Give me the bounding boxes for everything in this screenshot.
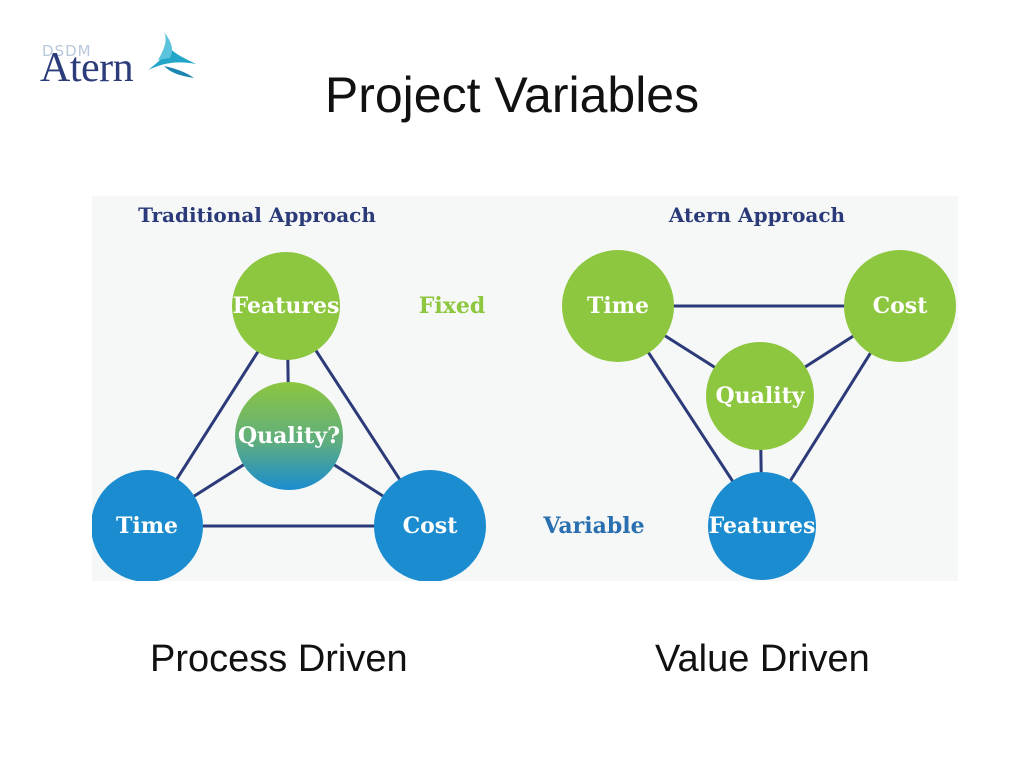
slide-title: Project Variables [324,67,700,123]
label-cost-atern: Cost [873,293,929,319]
node-features-traditional [232,252,340,360]
node-time-atern [562,250,674,362]
label-quality-traditional: Quality? [238,423,340,449]
caption-process-driven: Process Driven [150,638,408,680]
logo-wordmark: Atern [40,45,134,91]
bird-icon [148,32,196,78]
variable-label: Variable [542,513,644,539]
caption-value-driven: Value Driven [655,638,870,680]
label-features-traditional: Features [233,293,340,319]
label-time-atern: Time [587,293,649,319]
node-time-traditional [92,470,203,581]
logo-dsdm-text: DSDM [42,42,92,60]
node-cost-atern [844,250,956,362]
traditional-heading: Traditional Approach [138,203,376,227]
atern-heading: Atern Approach [668,203,846,227]
diagram-background [92,196,958,581]
label-quality-atern: Quality [715,383,805,409]
node-quality-atern [706,342,814,450]
fixed-label: Fixed [419,293,485,319]
label-features-atern: Features [709,513,816,539]
node-cost-traditional [374,470,486,581]
label-time-traditional: Time [116,513,178,539]
label-cost-traditional: Cost [403,513,459,539]
node-features-atern [708,472,816,580]
atern-approach: Atern Approach Time Cost Quality Feature… [542,203,956,580]
atern-logo: DSDM Atern [40,30,200,100]
traditional-approach: Traditional Approach Features Quality? T… [92,203,486,581]
node-quality-traditional [235,382,343,490]
project-variables-diagram: Traditional Approach Features Quality? T… [92,196,958,581]
